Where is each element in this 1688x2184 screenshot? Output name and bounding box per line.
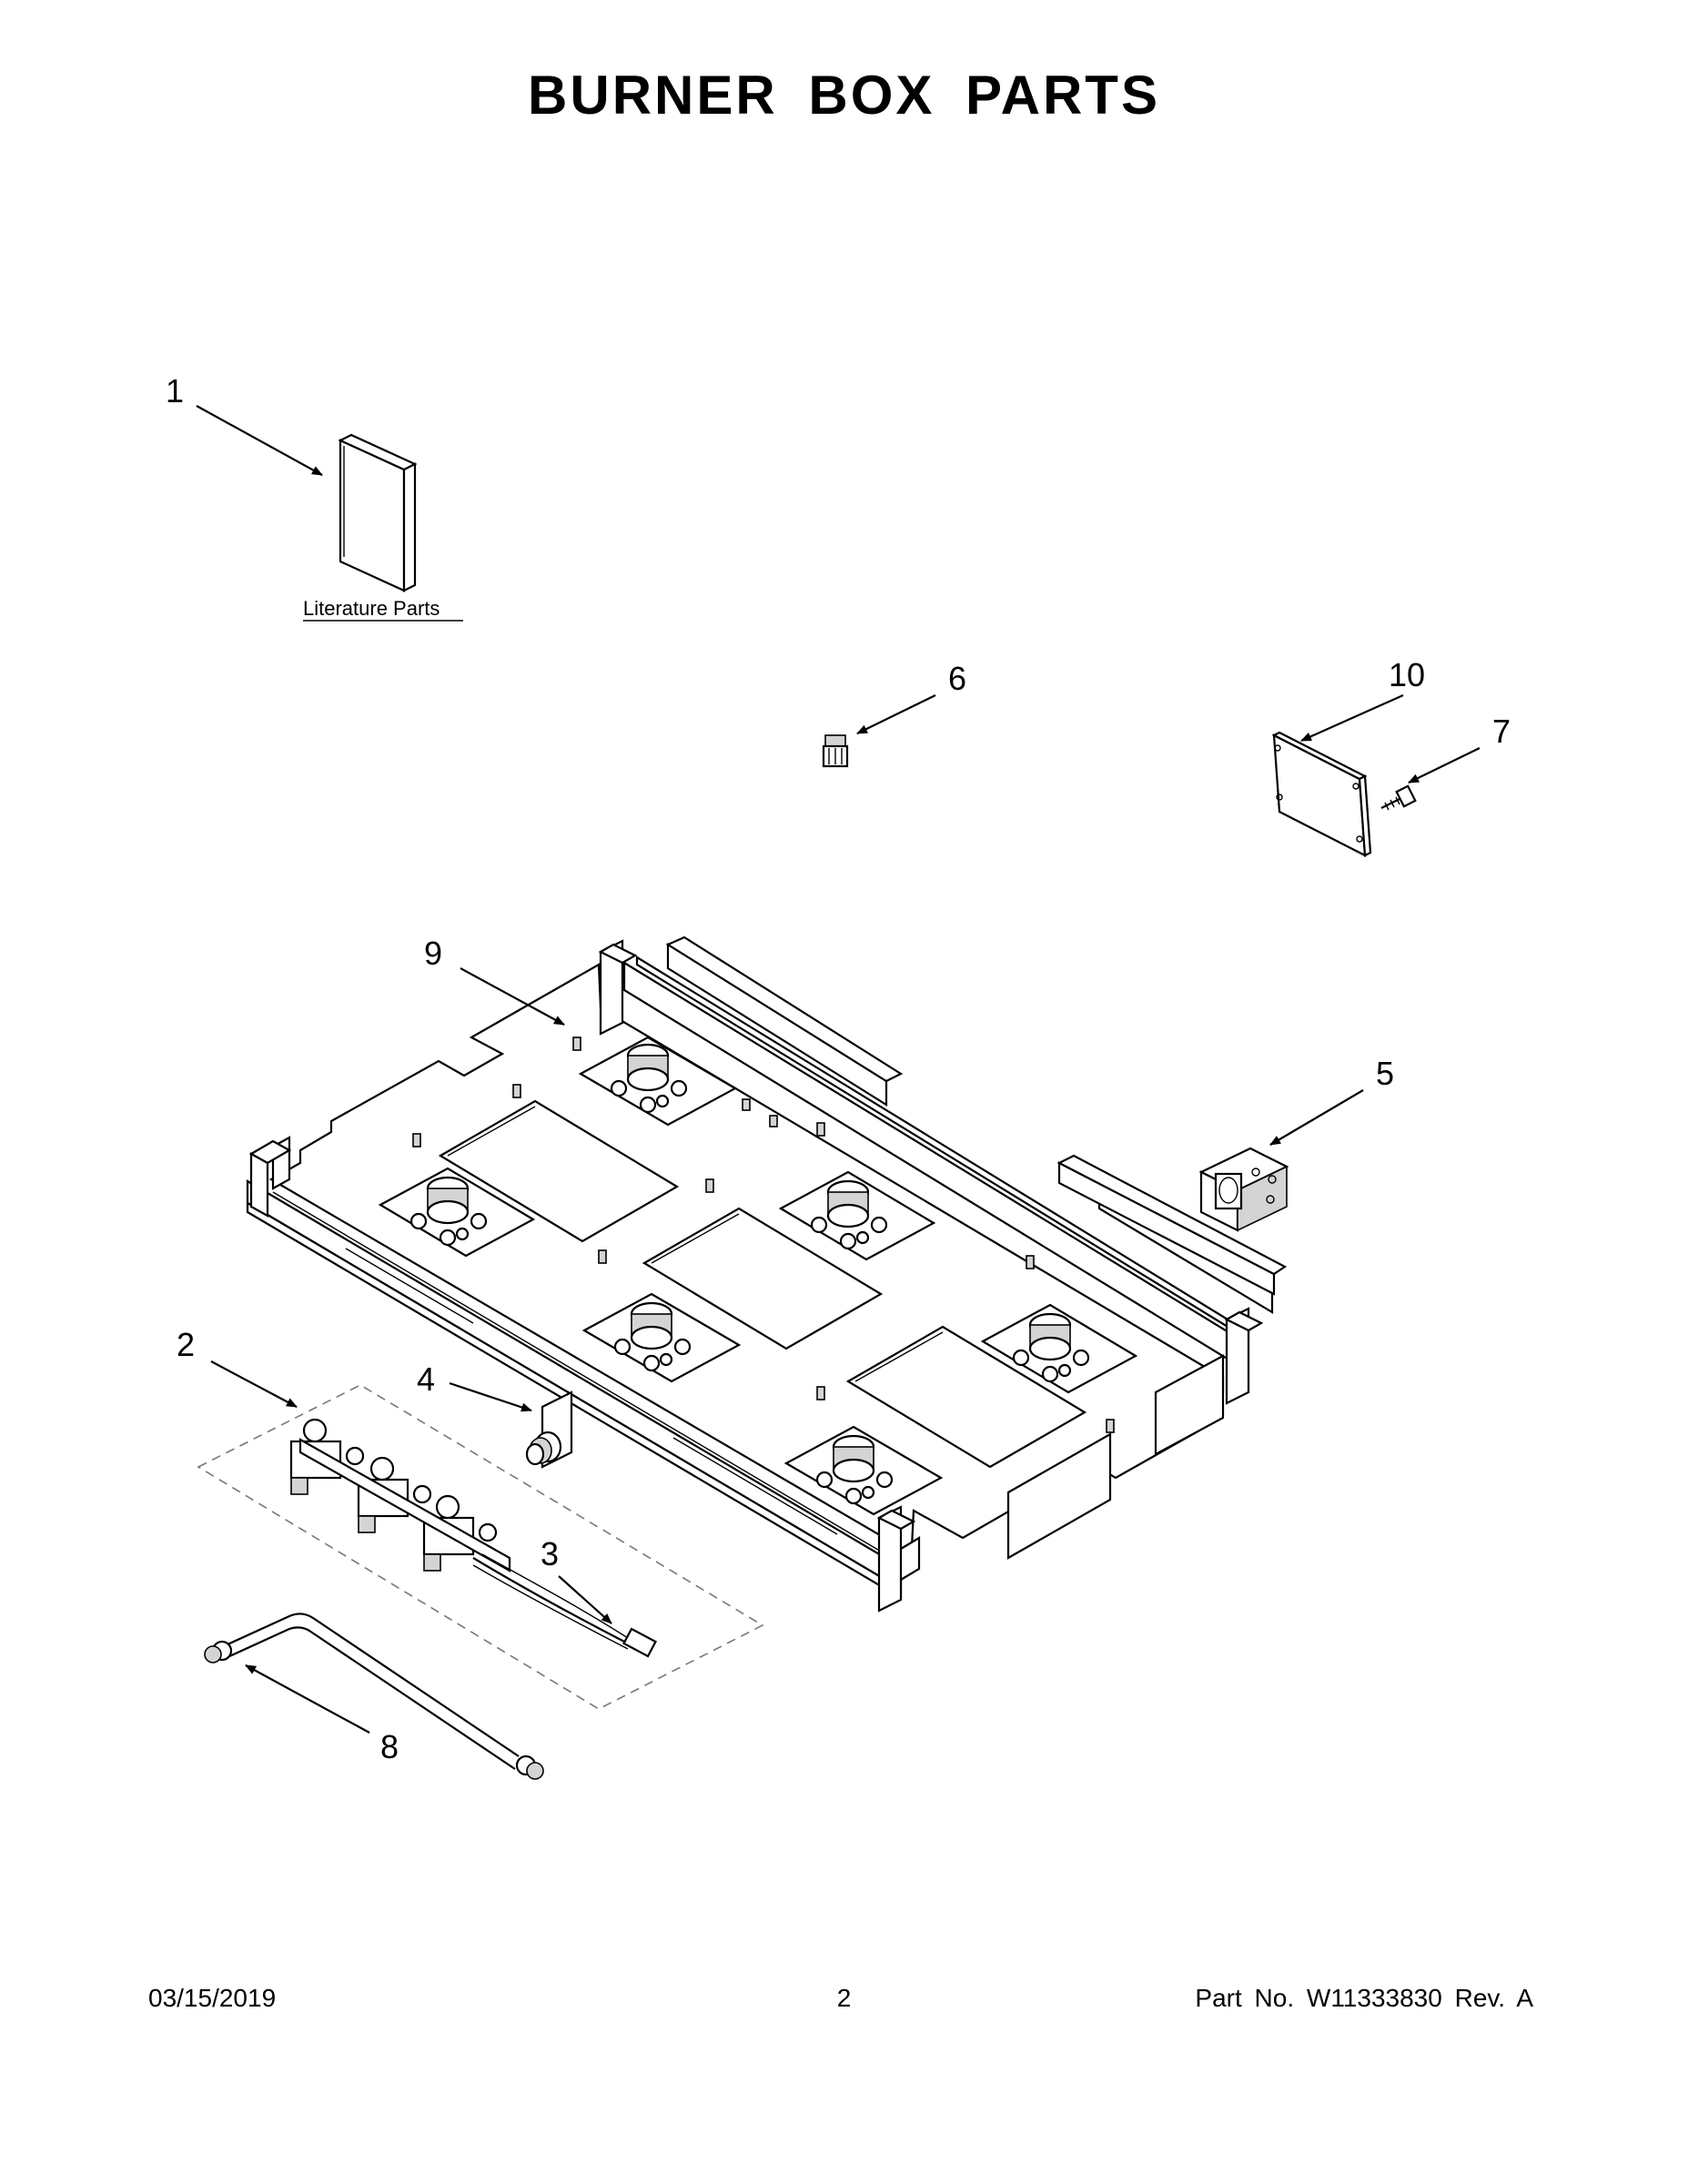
leader-6 — [856, 694, 936, 734]
leader-7 — [1408, 747, 1481, 784]
callout-3: 3 — [541, 1535, 559, 1572]
valve-3 — [422, 1494, 498, 1572]
leader-5 — [1269, 1089, 1364, 1146]
footer-page-number: 2 — [836, 1984, 852, 2012]
leader-3 — [558, 1575, 612, 1624]
leader-8 — [245, 1664, 370, 1734]
callout-6: 6 — [948, 660, 966, 697]
burner-base-1 — [610, 1043, 688, 1114]
footer-part-number: Part No. W11333830 Rev. A — [1195, 1984, 1533, 2012]
part-6-fitting — [822, 734, 849, 768]
callout-9: 9 — [424, 935, 442, 972]
part-7-screw — [1380, 784, 1417, 811]
callout-1: 1 — [166, 372, 184, 410]
page-title: BURNER BOX PARTS — [528, 65, 1160, 126]
callout-5: 5 — [1376, 1055, 1394, 1092]
burner-base-4 — [613, 1301, 692, 1372]
leader-9 — [460, 967, 565, 1026]
callout-10: 10 — [1389, 656, 1425, 693]
part-2-3-valve-harness-assembly — [197, 1384, 764, 1710]
part-8-gas-tube — [204, 1613, 544, 1780]
burner-base-2 — [409, 1176, 488, 1247]
leader-4 — [449, 1381, 532, 1412]
burner-base-3 — [810, 1179, 888, 1250]
leader-2 — [210, 1360, 298, 1408]
literature-parts-label: Literature Parts — [303, 597, 440, 620]
burner-base-6 — [815, 1434, 894, 1505]
literature-parts-booklet — [338, 433, 418, 592]
part-9-burner-box — [246, 935, 1288, 1613]
part-4-inlet-fitting — [525, 1390, 573, 1469]
tray-studs — [412, 1036, 1115, 1433]
burner-base-5 — [1012, 1312, 1090, 1383]
callout-2: 2 — [177, 1326, 195, 1363]
callout-4: 4 — [417, 1360, 435, 1398]
footer-date: 03/15/2019 — [148, 1984, 277, 2012]
part-5-spark-module — [1198, 1147, 1289, 1232]
callout-8: 8 — [380, 1728, 399, 1765]
leader-1 — [196, 405, 323, 476]
leader-10 — [1300, 693, 1404, 743]
part-10-cover-plate — [1271, 731, 1372, 857]
callout-7: 7 — [1492, 713, 1511, 750]
